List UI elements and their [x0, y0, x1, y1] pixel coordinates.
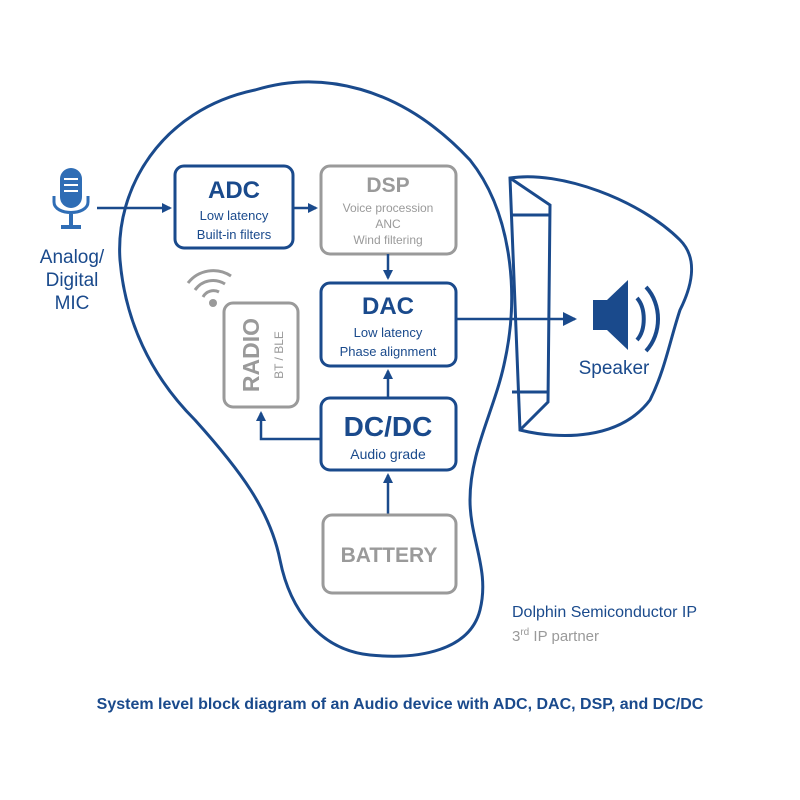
radio-block: RADIO BT / BLE	[222, 301, 300, 409]
dcdc-line1: Audio grade	[350, 446, 426, 462]
battery-block: BATTERY	[321, 513, 458, 595]
adc-block: ADC Low latency Built-in filters	[173, 164, 295, 250]
ear-tip-outline	[508, 175, 694, 438]
adc-title: ADC	[208, 177, 260, 204]
dsp-line1: Voice procession	[343, 201, 434, 215]
earbud-body-outline	[118, 80, 514, 658]
speaker-label: Speaker	[579, 358, 650, 379]
dsp-line2: ANC	[375, 217, 401, 231]
radio-subtitle: BT / BLE	[272, 331, 286, 379]
dac-block: DAC Low latency Phase alignment	[319, 281, 458, 368]
legend-dolphin-ip: Dolphin Semiconductor IP	[512, 604, 697, 621]
adc-line2: Built-in filters	[197, 227, 272, 242]
dac-line1: Low latency	[354, 325, 423, 340]
dsp-line3: Wind filtering	[353, 233, 422, 247]
battery-title: BATTERY	[341, 544, 438, 567]
dsp-block: DSP Voice procession ANC Wind filtering	[319, 164, 458, 256]
speaker-icon	[593, 280, 660, 353]
ear-tip-band	[509, 176, 552, 432]
dac-line2: Phase alignment	[340, 344, 437, 359]
radio-title: RADIO	[238, 318, 264, 392]
microphone-icon	[52, 168, 90, 229]
adc-line1: Low latency	[200, 208, 269, 223]
mic-label-line2: Digital	[46, 270, 99, 291]
dac-title: DAC	[362, 293, 414, 320]
dcdc-title: DC/DC	[344, 411, 433, 442]
dsp-title: DSP	[366, 174, 409, 197]
legend-partner-ip: 3rd IP partner	[512, 627, 599, 645]
dcdc-block: DC/DC Audio grade	[319, 396, 458, 472]
mic-label-line1: Analog/	[40, 247, 105, 268]
mic-label-line3: MIC	[55, 293, 90, 314]
dcdc-to-radio-arrow	[256, 411, 321, 441]
diagram-caption: System level block diagram of an Audio d…	[97, 696, 704, 713]
wireless-signal-icon	[186, 269, 232, 307]
